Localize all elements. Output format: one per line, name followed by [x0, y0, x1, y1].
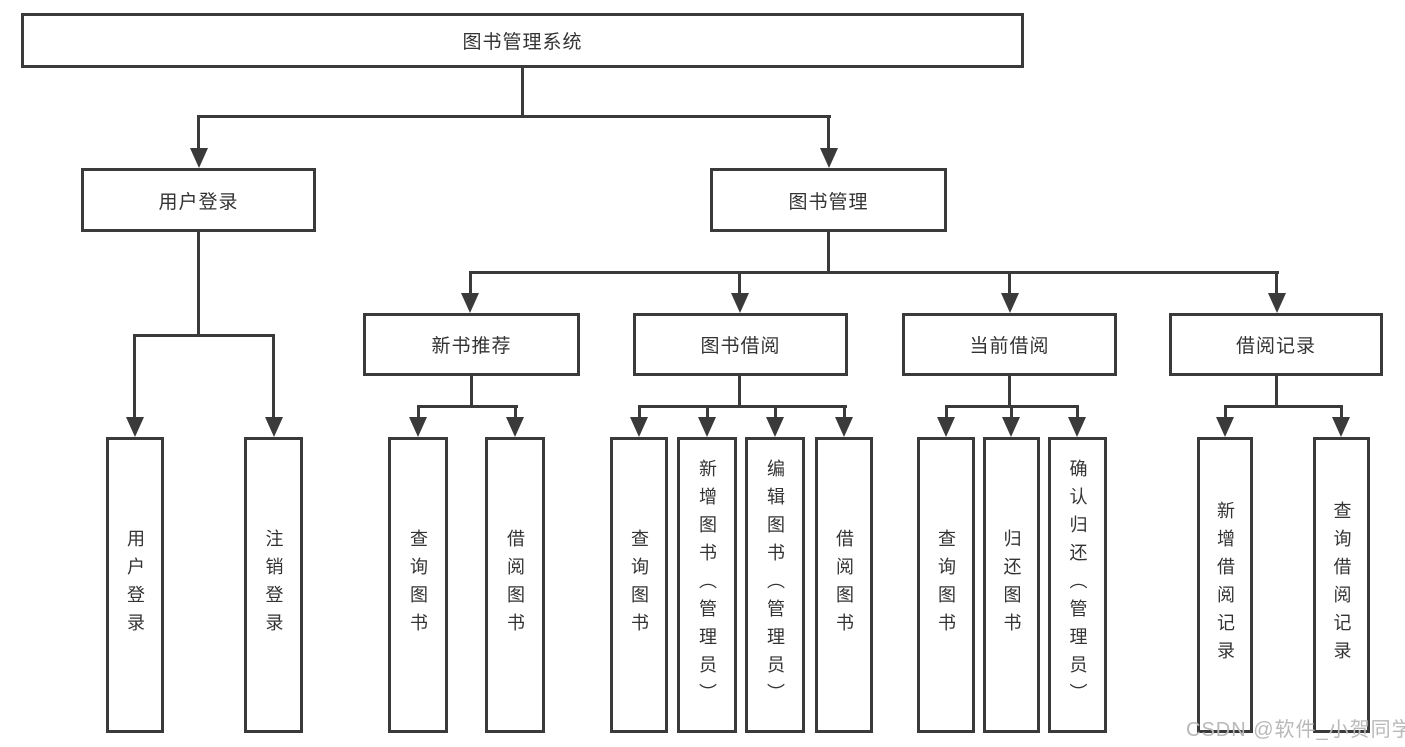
node-user-login: 用户登录 [81, 168, 316, 232]
arrow-down-icon [1002, 417, 1020, 437]
arrow-down-icon [698, 417, 716, 437]
connector-level2-stem [1008, 271, 1011, 295]
leaf-label: 查询借阅记录 [1331, 501, 1352, 669]
connector-leaf-stem [706, 405, 709, 419]
connector-level2-rail [469, 271, 1279, 274]
arrow-down-icon [820, 148, 838, 168]
leaf-label: 查询图书 [408, 529, 428, 641]
node-book-borrowing: 图书借阅 [633, 313, 848, 376]
connector-root-stem [521, 68, 524, 117]
leaf-query-books-recommend: 查询图书 [388, 437, 448, 733]
leaf-label: 确认归还（管理员） [1067, 459, 1088, 711]
arrow-down-icon [630, 417, 648, 437]
leaf-add-book-admin: 新增图书（管理员） [677, 437, 737, 733]
leaf-label: 新增借阅记录 [1215, 501, 1235, 669]
node-new-book-recommendation: 新书推荐 [363, 313, 580, 376]
leaf-query-books-current: 查询图书 [917, 437, 975, 733]
connector-leaf-stem [133, 334, 136, 419]
leaf-edit-book-admin: 编辑图书（管理员） [745, 437, 805, 733]
arrow-down-icon [126, 417, 144, 437]
leaf-label: 查询图书 [629, 529, 649, 641]
connector-leaf-stem [774, 405, 777, 419]
connector-user-login-stem [197, 115, 200, 150]
connector-leaf-stem [1224, 405, 1227, 419]
connector-bookborrow-down [738, 376, 741, 408]
connector-currentborrow-down [1008, 376, 1011, 408]
connector-borrowrecord-down [1275, 376, 1278, 408]
leaf-borrow-books: 借阅图书 [815, 437, 873, 733]
connector-leaf-stem [945, 405, 948, 419]
leaf-label: 归还图书 [1001, 529, 1022, 641]
connector-leaf-stem [272, 334, 275, 419]
leaf-user-login: 用户登录 [106, 437, 164, 733]
connector-leaf-stem [638, 405, 641, 419]
leaf-return-books: 归还图书 [983, 437, 1040, 733]
connector-level2-stem [1275, 271, 1278, 295]
arrow-down-icon [1001, 293, 1019, 313]
connector-leaf-stem [1010, 405, 1013, 419]
connector-level2-stem [469, 271, 472, 295]
connector-borrowrecord-rail [1224, 405, 1343, 408]
leaf-label: 查询图书 [936, 529, 956, 641]
arrow-down-icon [1216, 417, 1234, 437]
leaf-confirm-return-admin: 确认归还（管理员） [1048, 437, 1107, 733]
leaf-label: 注销登录 [263, 529, 284, 641]
leaf-logout: 注销登录 [244, 437, 303, 733]
connector-user-login-rail [133, 334, 275, 337]
connector-leaf-stem [1076, 405, 1079, 419]
leaf-label: 新增图书（管理员） [697, 459, 717, 711]
node-book-management: 图书管理 [710, 168, 947, 232]
connector-book-mgmt-stem [827, 115, 830, 150]
connector-book-mgmt-down [827, 232, 830, 274]
connector-leaf-stem [417, 405, 420, 419]
arrow-down-icon [190, 148, 208, 168]
node-library-management-system: 图书管理系统 [21, 13, 1024, 68]
leaf-borrow-books-recommend: 借阅图书 [485, 437, 545, 733]
leaf-query-books-borrow: 查询图书 [610, 437, 668, 733]
leaf-add-borrow-record: 新增借阅记录 [1197, 437, 1253, 733]
connector-level1-rail [197, 115, 831, 118]
arrow-down-icon [937, 417, 955, 437]
connector-leaf-stem [514, 405, 517, 419]
node-current-borrowing: 当前借阅 [902, 313, 1117, 376]
connector-newbook-rail [417, 405, 518, 408]
connector-newbook-down [470, 376, 473, 408]
arrow-down-icon [1268, 293, 1286, 313]
connector-leaf-stem [1340, 405, 1343, 419]
node-borrowing-records: 借阅记录 [1169, 313, 1383, 376]
leaf-label: 借阅图书 [505, 529, 525, 641]
arrow-down-icon [461, 293, 479, 313]
arrow-down-icon [766, 417, 784, 437]
connector-bookborrow-rail [638, 405, 847, 408]
connector-level2-stem [738, 271, 741, 295]
connector-user-login-down [197, 232, 200, 336]
arrow-down-icon [1068, 417, 1086, 437]
arrow-down-icon [265, 417, 283, 437]
leaf-query-borrow-record: 查询借阅记录 [1313, 437, 1370, 733]
arrow-down-icon [409, 417, 427, 437]
csdn-watermark: CSDN @软件_小贺同学 [1186, 719, 1405, 741]
connector-leaf-stem [843, 405, 846, 419]
leaf-label: 编辑图书（管理员） [765, 459, 785, 711]
leaf-label: 用户登录 [125, 529, 145, 641]
arrow-down-icon [835, 417, 853, 437]
arrow-down-icon [1332, 417, 1350, 437]
leaf-label: 借阅图书 [834, 529, 854, 641]
arrow-down-icon [731, 293, 749, 313]
arrow-down-icon [506, 417, 524, 437]
